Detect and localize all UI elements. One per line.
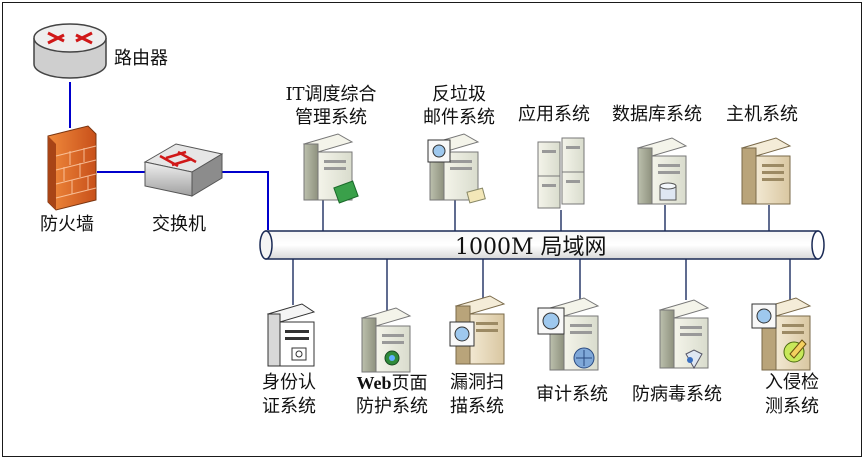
node-ids-label-line2: 测系统: [765, 396, 819, 417]
node-webprotect-label-line2: 防护系统: [356, 396, 428, 417]
lan-bus-label: 1000M 局域网: [455, 235, 607, 260]
node-vulnscan-label-line2: 描系统: [450, 396, 504, 417]
node-audit-label: 审计系统: [536, 384, 608, 405]
node-antispam-label-line2: 邮件系统: [423, 107, 495, 128]
server-ids-icon: [751, 297, 812, 371]
server-application-icon: [537, 137, 585, 209]
server-it-icon: [302, 133, 359, 204]
server-identity-icon: [266, 303, 316, 367]
server-audit-icon: [537, 297, 600, 371]
router-label: 路由器: [114, 48, 168, 69]
server-host-icon: [740, 137, 792, 205]
bus-drops: [292, 198, 791, 312]
node-antivirus-label: 防病毒系统: [632, 384, 722, 405]
node-webprotect-label-line1: Web页面: [332, 372, 452, 395]
node-ids-label-line1: 入侵检: [765, 372, 819, 393]
switch-icon: [143, 143, 224, 197]
node-it-label-line1: IT调度综合: [285, 84, 377, 105]
node-webprotect-label-web: Web: [356, 373, 392, 393]
server-antispam-icon: [427, 133, 486, 204]
node-it-label-line2: 管理系统: [295, 107, 367, 128]
node-identity-label-line2: 证系统: [262, 396, 316, 417]
node-database-label: 数据库系统: [612, 104, 702, 125]
switch-label: 交换机: [152, 214, 206, 235]
firewall-icon: [47, 125, 97, 211]
uplink-lines: [69, 82, 269, 230]
node-antispam-label-line1: 反垃圾: [432, 84, 486, 105]
switch-bus-link: [222, 171, 269, 230]
server-antivirus-icon: [658, 299, 710, 370]
node-vulnscan-label-line1: 漏洞扫: [450, 372, 504, 393]
server-webprotect-icon: [360, 307, 412, 373]
router-icon: [33, 23, 107, 79]
server-vulnscan-icon: [449, 295, 506, 365]
lan-bus: [259, 230, 825, 260]
node-webprotect-label-page: 页面: [391, 373, 428, 394]
node-identity-label-line1: 身份认: [262, 372, 316, 393]
node-application-label: 应用系统: [518, 104, 590, 125]
firewall-label: 防火墙: [40, 214, 94, 235]
node-host-label: 主机系统: [726, 104, 798, 125]
server-database-icon: [636, 137, 688, 205]
